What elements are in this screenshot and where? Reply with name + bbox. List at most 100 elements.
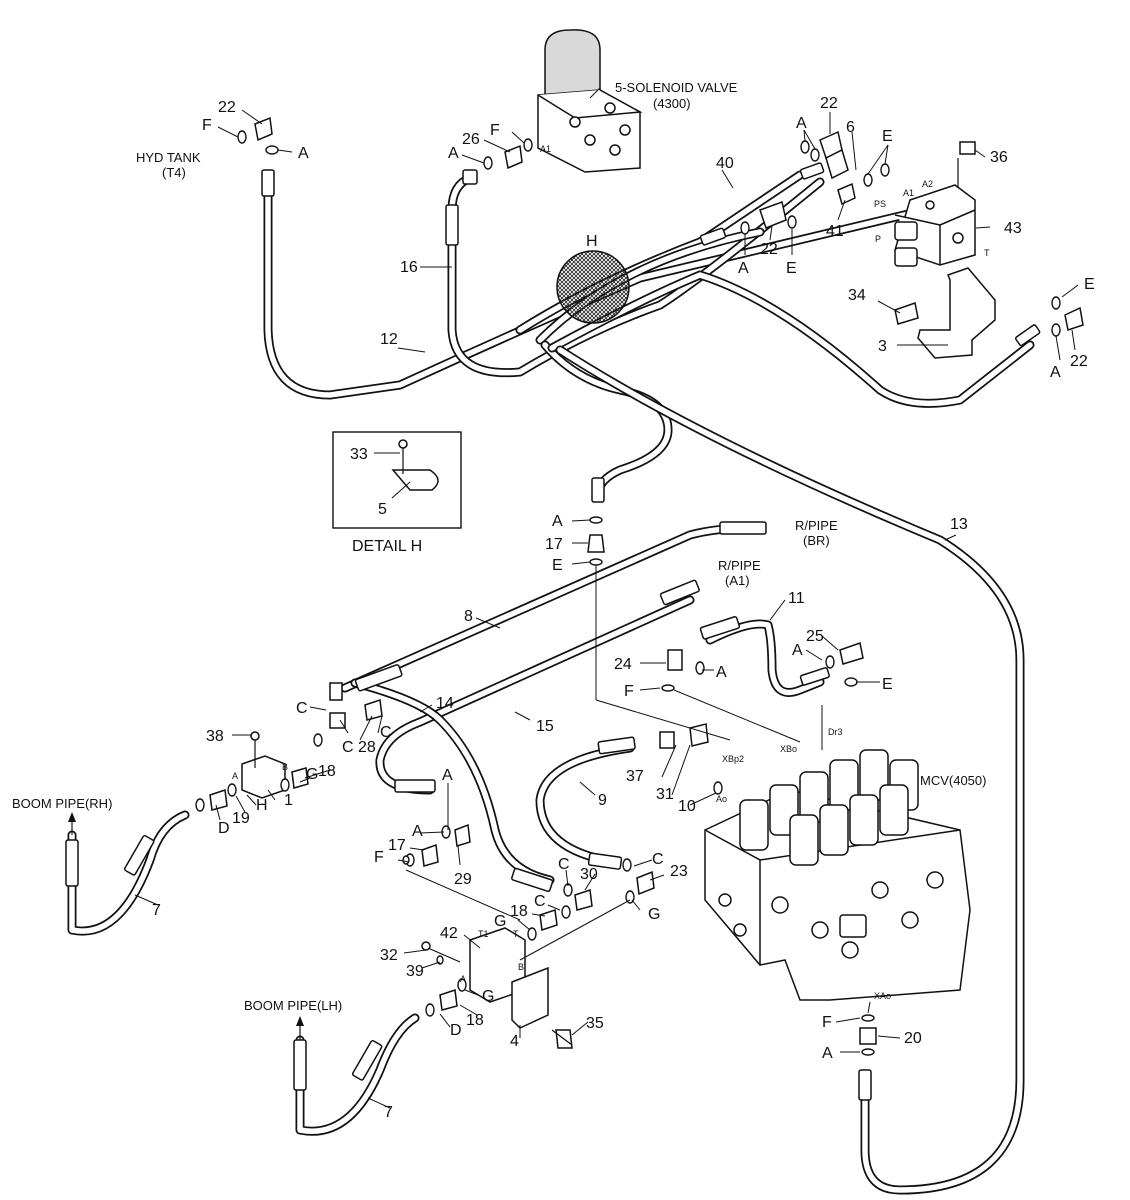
callout-a-29: A	[442, 767, 453, 784]
port-t1-block42: T1	[478, 929, 489, 939]
port-a-block42: A	[460, 974, 466, 984]
solenoid-valve-label: 5-SOLENOID VALVE	[615, 80, 738, 95]
callout-d-42: D	[450, 1022, 462, 1039]
callout-10: 10	[678, 798, 696, 815]
hose-to-17	[540, 340, 673, 500]
callout-g-upper: G	[306, 766, 318, 783]
callout-18-upper: 18	[318, 763, 336, 780]
solenoid-valve	[537, 29, 643, 173]
callout-g-42: G	[482, 988, 494, 1005]
r-pipe-br-label: R/PIPE	[795, 518, 838, 533]
callout-22-mid: 22	[760, 241, 778, 258]
port-a1-block: A1	[903, 188, 914, 198]
callout-labels: 22 F A 26 F A 40 16 12 22 A 6 E 36 41 43…	[152, 95, 1095, 1121]
callout-a-17: A	[552, 513, 563, 530]
detail-h-marker: H	[586, 233, 598, 250]
callout-f-20: F	[822, 1014, 832, 1031]
callout-a-top-left: A	[298, 145, 309, 162]
callout-11: 11	[788, 590, 805, 607]
bracket-3	[917, 267, 996, 359]
detail-h-box	[332, 431, 462, 529]
port-ps: PS	[874, 199, 886, 209]
callout-a-right: A	[1050, 364, 1061, 381]
callout-36: 36	[990, 149, 1008, 166]
callout-20: 20	[904, 1030, 922, 1047]
callout-41: 41	[826, 223, 844, 240]
port-a2-block: A2	[922, 179, 933, 189]
port-b-block42: B	[518, 962, 524, 972]
callout-37: 37	[626, 768, 644, 785]
callout-g-lower: G	[494, 913, 506, 930]
callout-22-top-left: 22	[218, 99, 236, 116]
callout-a-24: A	[716, 664, 727, 681]
port-a-block1: A	[232, 771, 238, 781]
callout-e-right: E	[1084, 276, 1095, 293]
r-pipe-br-code: (BR)	[803, 533, 830, 548]
callout-g-23: G	[648, 906, 660, 923]
detail-h-title: DETAIL H	[352, 538, 422, 555]
clamp-5	[391, 469, 439, 491]
callout-17-lower: 17	[388, 837, 406, 854]
bolts	[250, 158, 959, 1046]
callout-24: 24	[614, 656, 632, 673]
callout-16: 16	[400, 259, 418, 276]
callout-c-23: C	[652, 851, 664, 868]
o-rings	[195, 130, 1061, 1056]
callout-d-upper: D	[218, 820, 230, 837]
callout-18-42: 18	[466, 1012, 484, 1029]
hyd-tank-label: HYD TANK	[136, 150, 201, 165]
callout-e-top-right: E	[882, 128, 893, 145]
port-b-block1: B	[282, 762, 288, 772]
hyd-tank-code: (T4)	[162, 165, 186, 180]
leader-lines	[134, 87, 1079, 1109]
callout-19: 19	[232, 810, 250, 827]
mcv-label: MCV(4050)	[920, 773, 986, 788]
callout-3: 3	[878, 338, 887, 355]
port-t-block42: T	[513, 929, 519, 939]
valve-block-43	[894, 184, 976, 267]
callout-a-26: A	[448, 145, 459, 162]
callout-5: 5	[378, 501, 387, 518]
callout-f-top-left: F	[202, 117, 212, 134]
fittings	[209, 116, 1084, 1049]
port-t: T	[984, 248, 990, 258]
callout-14: 14	[436, 695, 454, 712]
callout-c-lower: C	[534, 893, 546, 910]
callout-f-mid: F	[624, 683, 634, 700]
callout-6: 6	[846, 119, 855, 136]
hose-9	[535, 743, 635, 867]
callout-32: 32	[380, 947, 398, 964]
callout-7-lower: 7	[384, 1104, 393, 1121]
callout-9: 9	[598, 792, 607, 809]
boom-pipe-rh-label: BOOM PIPE(RH)	[12, 796, 112, 811]
callout-7-upper: 7	[152, 902, 161, 919]
callout-38: 38	[206, 728, 224, 745]
callout-29: 29	[454, 871, 472, 888]
hose-end-fittings	[65, 162, 1041, 1101]
callout-22-right: 22	[1070, 353, 1088, 370]
callout-c-28b: C	[380, 724, 392, 741]
block-1	[241, 755, 286, 799]
callout-e-17: E	[552, 557, 563, 574]
callout-12: 12	[380, 331, 398, 348]
port-xbo: XBo	[780, 744, 797, 754]
callout-33: 33	[350, 446, 368, 463]
callout-e-mid: E	[786, 260, 797, 277]
callout-40: 40	[716, 155, 734, 172]
callout-13: 13	[950, 516, 968, 533]
callout-a-top-right: A	[796, 115, 807, 132]
callout-39: 39	[406, 963, 424, 980]
solenoid-valve-code: (4300)	[653, 96, 691, 111]
callout-25: 25	[806, 628, 824, 645]
component-labels: 5-SOLENOID VALVE (4300) HYD TANK (T4) MC…	[12, 80, 986, 1013]
callout-26: 26	[462, 131, 480, 148]
port-dr3: Dr3	[828, 727, 843, 737]
callout-f-26: F	[490, 122, 500, 139]
callout-15: 15	[536, 718, 554, 735]
detail-h-clamp-marker	[556, 250, 630, 324]
callout-c-28: C	[342, 739, 354, 756]
boom-pipe-arrows	[68, 812, 304, 1040]
port-xao: XAo	[874, 991, 891, 1001]
